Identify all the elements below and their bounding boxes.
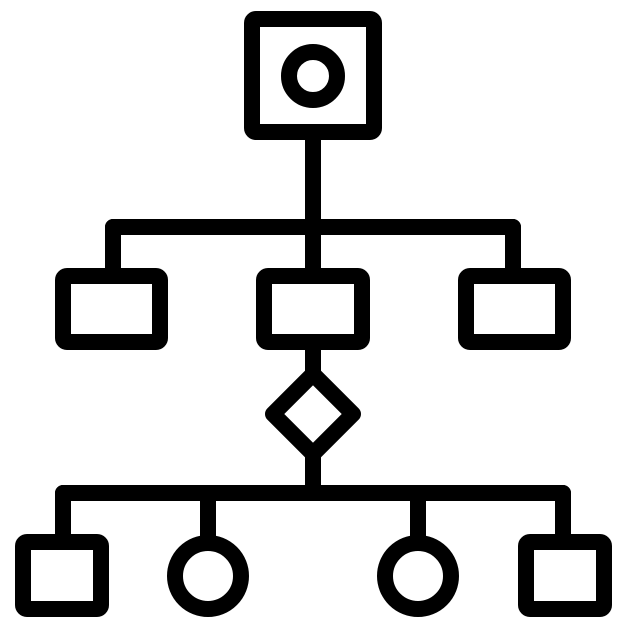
level1-box-left [55, 268, 168, 350]
level3-square-right [518, 534, 612, 617]
decision-diamond [265, 366, 361, 462]
root-node [244, 11, 382, 140]
root-inner-circle [281, 44, 345, 108]
level3-square-left [15, 534, 109, 617]
level1-box-right [458, 268, 571, 350]
level3-circle-left [167, 535, 249, 617]
root-square [244, 11, 382, 140]
level3-circle-right [377, 535, 459, 617]
level1-box-center [256, 268, 370, 350]
